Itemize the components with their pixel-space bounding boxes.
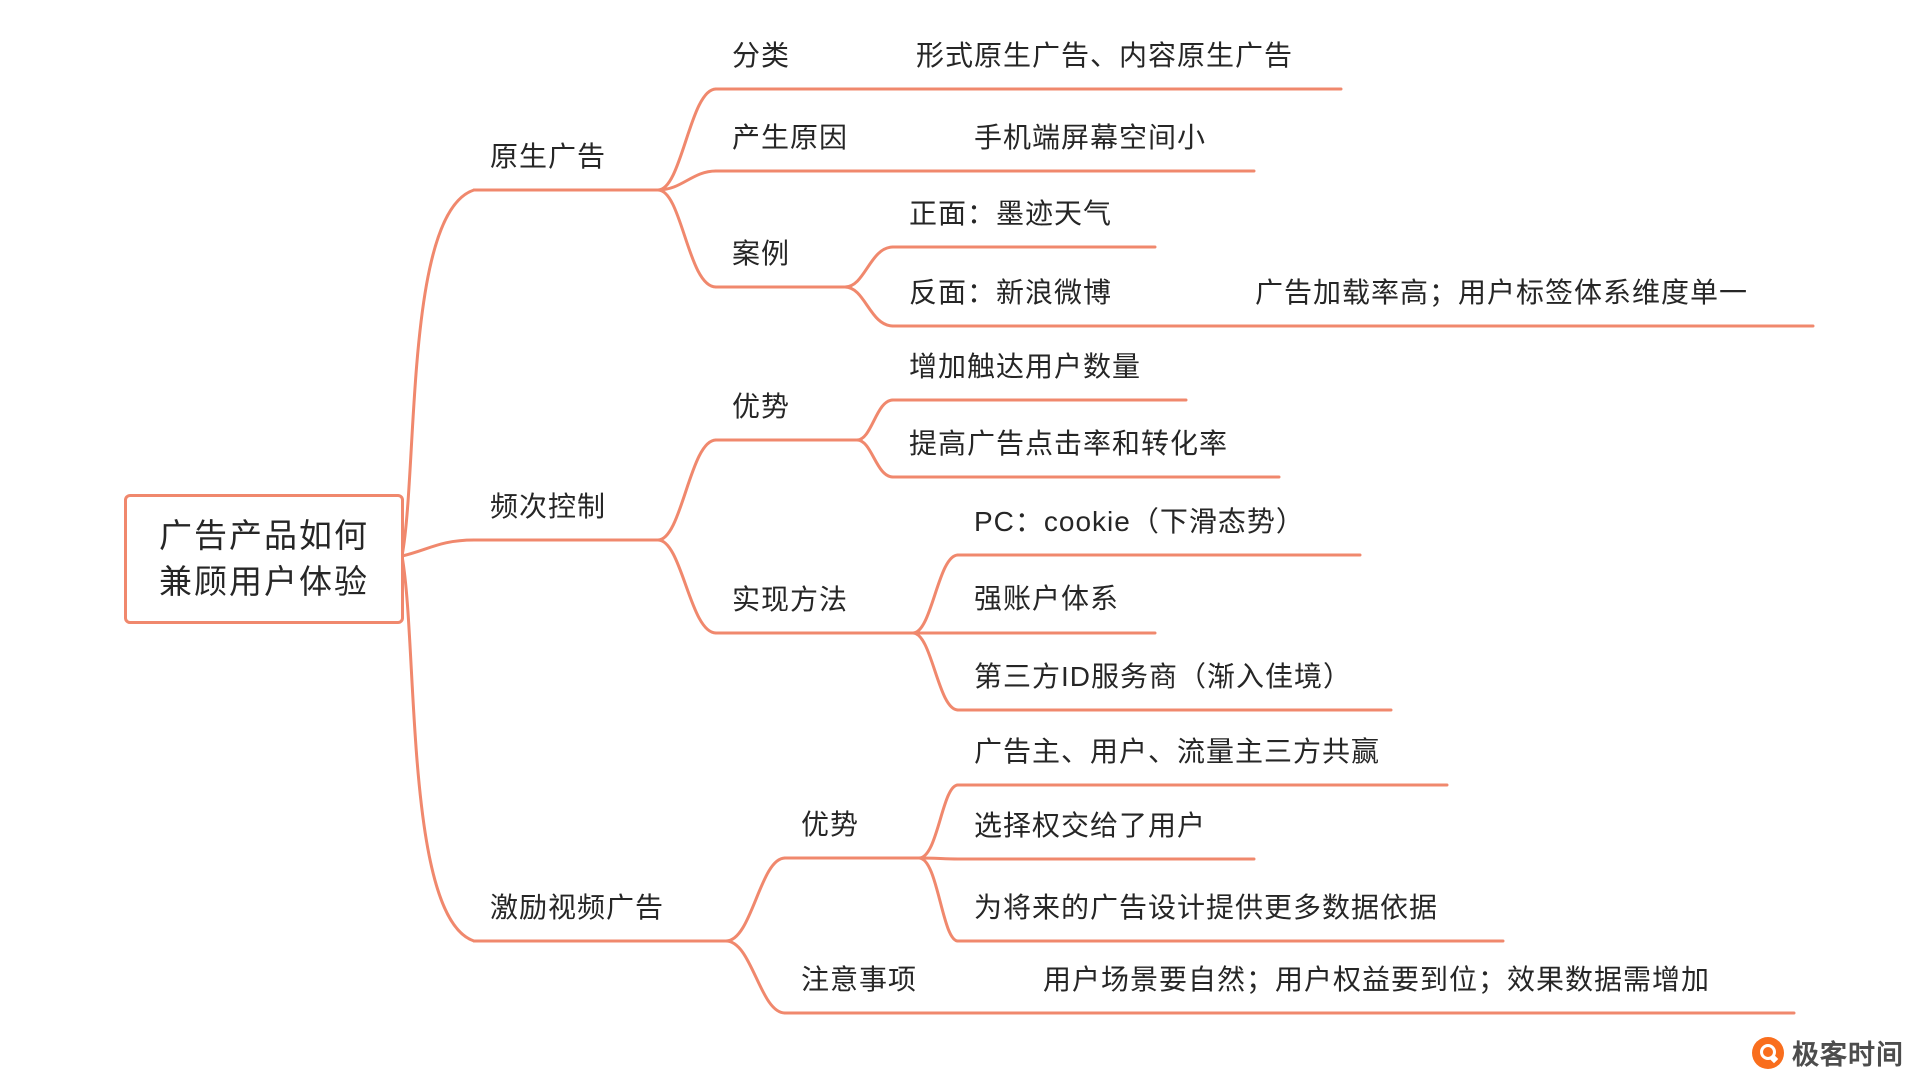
root-title-line1: 广告产品如何 [159,517,369,554]
geektime-logo: 极客时间 [1752,1033,1904,1072]
node-account-system[interactable]: 强账户体系 [974,583,1120,614]
node-reach-users[interactable]: 增加触达用户数量 [909,351,1142,382]
curve-advantage-reach [855,398,895,442]
curve-radv-winwin [917,783,960,860]
node-more-data[interactable]: 为将来的广告设计提供更多数据依据 [974,892,1439,923]
curve-radv-data [917,856,960,943]
curve-native-case [656,188,718,289]
node-notes[interactable]: 注意事项 [801,964,918,995]
node-ctr-conversion[interactable]: 提高广告点击率和转化率 [909,428,1229,459]
node-method[interactable]: 实现方法 [732,584,849,615]
node-reason-screen[interactable]: 手机端屏幕空间小 [974,122,1207,153]
node-user-choice[interactable]: 选择权交给了用户 [974,810,1207,841]
node-freq-advantage[interactable]: 优势 [732,391,791,422]
root-title-line2: 兼顾用户体验 [159,563,369,600]
node-case-positive[interactable]: 正面：墨迹天气 [909,198,1113,229]
curve-method-cookie [911,553,960,635]
node-thirdparty-id[interactable]: 第三方ID服务商（渐入佳境） [974,661,1353,692]
root-node[interactable]: 广告产品如何 兼顾用户体验 [124,494,404,624]
node-frequency[interactable]: 频次控制 [490,491,607,522]
node-underlines [472,87,1815,1015]
curve-case-negative [843,285,895,328]
node-case[interactable]: 案例 [732,238,791,269]
curve-case-positive [843,245,895,289]
curve-root-native-ads [400,188,476,558]
geektime-icon [1752,1036,1784,1069]
node-category-types[interactable]: 形式原生广告、内容原生广告 [916,40,1294,71]
node-pc-cookie[interactable]: PC：cookie（下滑态势） [974,506,1305,537]
curve-root-reward-video [400,554,476,943]
node-winwin[interactable]: 广告主、用户、流量主三方共赢 [974,736,1381,767]
curve-reward-advantage [724,856,787,943]
node-reward-advantage[interactable]: 优势 [801,809,860,840]
curve-reward-notes [724,939,787,1015]
curve-native-category [656,87,718,192]
curve-frequency-advantage [656,438,718,542]
geektime-icon-ring [1760,1043,1776,1060]
node-case-negative[interactable]: 反面：新浪微博 [909,277,1113,308]
node-case-negative-detail[interactable]: 广告加载率高；用户标签体系维度单一 [1255,277,1749,308]
curve-method-thirdparty [911,631,960,712]
geektime-label: 极客时间 [1792,1040,1904,1070]
curve-root-frequency [400,538,476,558]
curve-native-reason [656,169,718,192]
node-reason[interactable]: 产生原因 [732,122,849,153]
curve-advantage-ctr [855,438,895,479]
node-notes-detail[interactable]: 用户场景要自然；用户权益要到位；效果数据需增加 [1043,964,1711,995]
curve-frequency-method [656,538,718,635]
node-reward-video[interactable]: 激励视频广告 [490,892,665,923]
curve-radv-choice [917,856,960,861]
node-native-ads[interactable]: 原生广告 [490,141,607,172]
branch-curves [400,87,960,1015]
node-category[interactable]: 分类 [732,40,791,71]
